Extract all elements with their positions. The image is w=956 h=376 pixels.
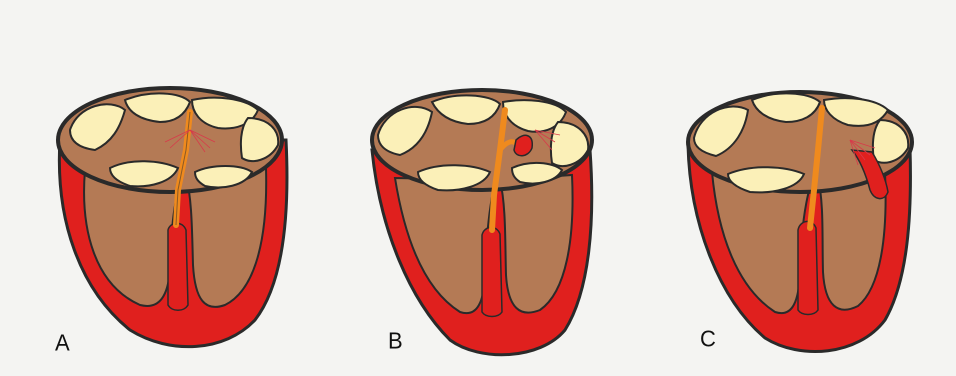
septum-a: [168, 223, 188, 310]
heart-panel-b: [372, 90, 592, 355]
panel-label-c: C: [700, 325, 716, 352]
panel-label-a: A: [55, 329, 70, 356]
heart-panel-c: [688, 92, 912, 352]
panel-label-b: B: [388, 327, 403, 354]
occlusion-b: [514, 135, 532, 155]
septum-c: [798, 221, 818, 314]
heart-panel-a: [58, 88, 287, 347]
septum-b: [482, 227, 502, 316]
